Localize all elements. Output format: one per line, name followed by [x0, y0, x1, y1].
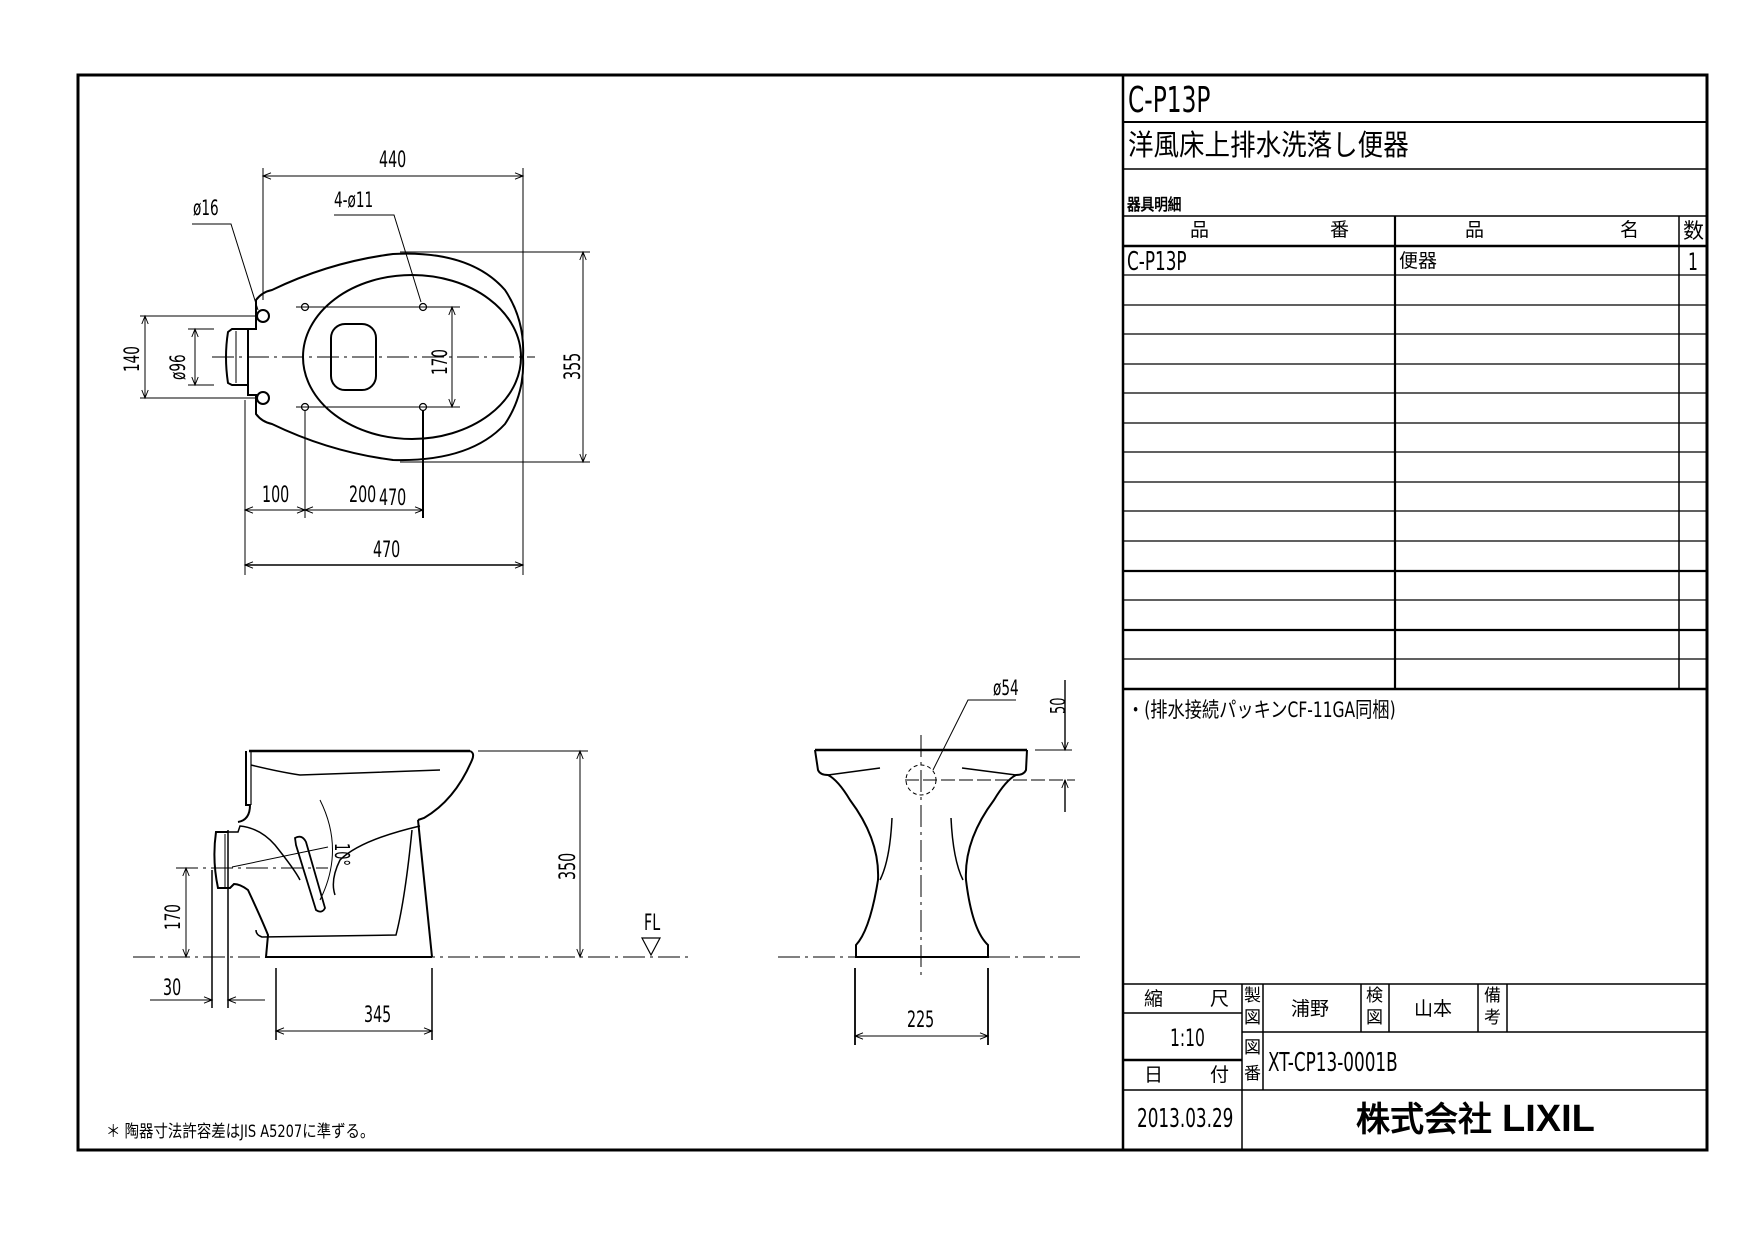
- date-label-2: 付: [1210, 1064, 1230, 1086]
- header-part-name-1: 品: [1465, 219, 1485, 241]
- company-name: 株式会社: [1356, 1100, 1492, 1140]
- dim-30: 30: [163, 976, 182, 1001]
- company-logo-text: LIXIL: [1502, 1098, 1595, 1140]
- checked-label-1: 検: [1366, 986, 1383, 1006]
- scale-label-1: 縮: [1144, 988, 1164, 1010]
- checked-by: 山本: [1414, 998, 1453, 1020]
- drafted-label-1: 製: [1244, 986, 1261, 1006]
- floor-level-label: FL: [644, 911, 661, 936]
- dim-angle: 10°: [330, 843, 354, 866]
- dim-350: 350: [556, 852, 581, 880]
- dim-140: 140: [120, 346, 144, 372]
- model-number: C-P13P: [1128, 80, 1211, 121]
- drafted-by: 浦野: [1291, 998, 1330, 1020]
- remarks-label-1: 備: [1484, 986, 1501, 1006]
- row1-part-number: C-P13P: [1127, 247, 1187, 277]
- front-view: [778, 735, 1080, 980]
- header-part-name-2: 名: [1620, 219, 1640, 241]
- drawing-no-label-1: 図: [1244, 1038, 1261, 1058]
- packing-note: ・(排水接続パッキンCF-11GA同梱): [1127, 698, 1396, 722]
- front-view-dims: [853, 680, 1075, 1045]
- dim-440: 440: [379, 148, 407, 173]
- remarks-label-2: 考: [1484, 1008, 1501, 1028]
- scale-label-2: 尺: [1210, 988, 1230, 1010]
- drafted-label-2: 図: [1244, 1008, 1261, 1028]
- header-quantity: 数: [1683, 219, 1704, 243]
- tolerance-footnote: ＊ 陶器寸法許容差はJIS A5207に準ずる。: [106, 1122, 375, 1142]
- header-part-number-1: 品: [1190, 219, 1210, 241]
- date-label-1: 日: [1144, 1064, 1164, 1086]
- title-block-grid: [1123, 121, 1707, 1150]
- dim-inlet-dia: ø54: [993, 676, 1019, 700]
- dim-outlet-dia: ø96: [166, 354, 190, 380]
- dim-200: 200: [349, 483, 377, 508]
- row1-quantity: 1: [1688, 248, 1698, 276]
- row1-part-name: 便器: [1399, 250, 1438, 272]
- header-part-number-2: 番: [1330, 219, 1350, 241]
- dim-mount-holes: 4-ø11: [334, 188, 374, 212]
- dim-225: 225: [907, 1008, 935, 1033]
- scale-value: 1:10: [1170, 1024, 1205, 1052]
- dim-470-bottom: 470: [373, 538, 401, 563]
- dim-170-top: 170: [428, 349, 452, 375]
- dim-345: 345: [364, 1003, 392, 1028]
- side-view-dims: [150, 749, 661, 1040]
- sheet-border: [76, 73, 1709, 1152]
- side-view: [133, 749, 690, 958]
- dim-100: 100: [262, 483, 290, 508]
- product-title: 洋風床上排水洗落し便器: [1128, 128, 1409, 162]
- dim-355: 355: [561, 352, 586, 380]
- dim-470: 470: [379, 486, 407, 511]
- drawing-no-label-2: 番: [1244, 1064, 1261, 1084]
- dim-seat-hole: ø16: [193, 196, 219, 220]
- checked-label-2: 図: [1366, 1008, 1383, 1028]
- parts-list-label: 器具明細: [1127, 195, 1182, 214]
- date-value: 2013.03.29: [1137, 1104, 1234, 1134]
- dim-170-side: 170: [161, 904, 185, 930]
- drawing-number: XT-CP13-0001B: [1268, 1048, 1398, 1078]
- top-view-dims: [140, 168, 590, 575]
- dim-50: 50: [1046, 697, 1070, 714]
